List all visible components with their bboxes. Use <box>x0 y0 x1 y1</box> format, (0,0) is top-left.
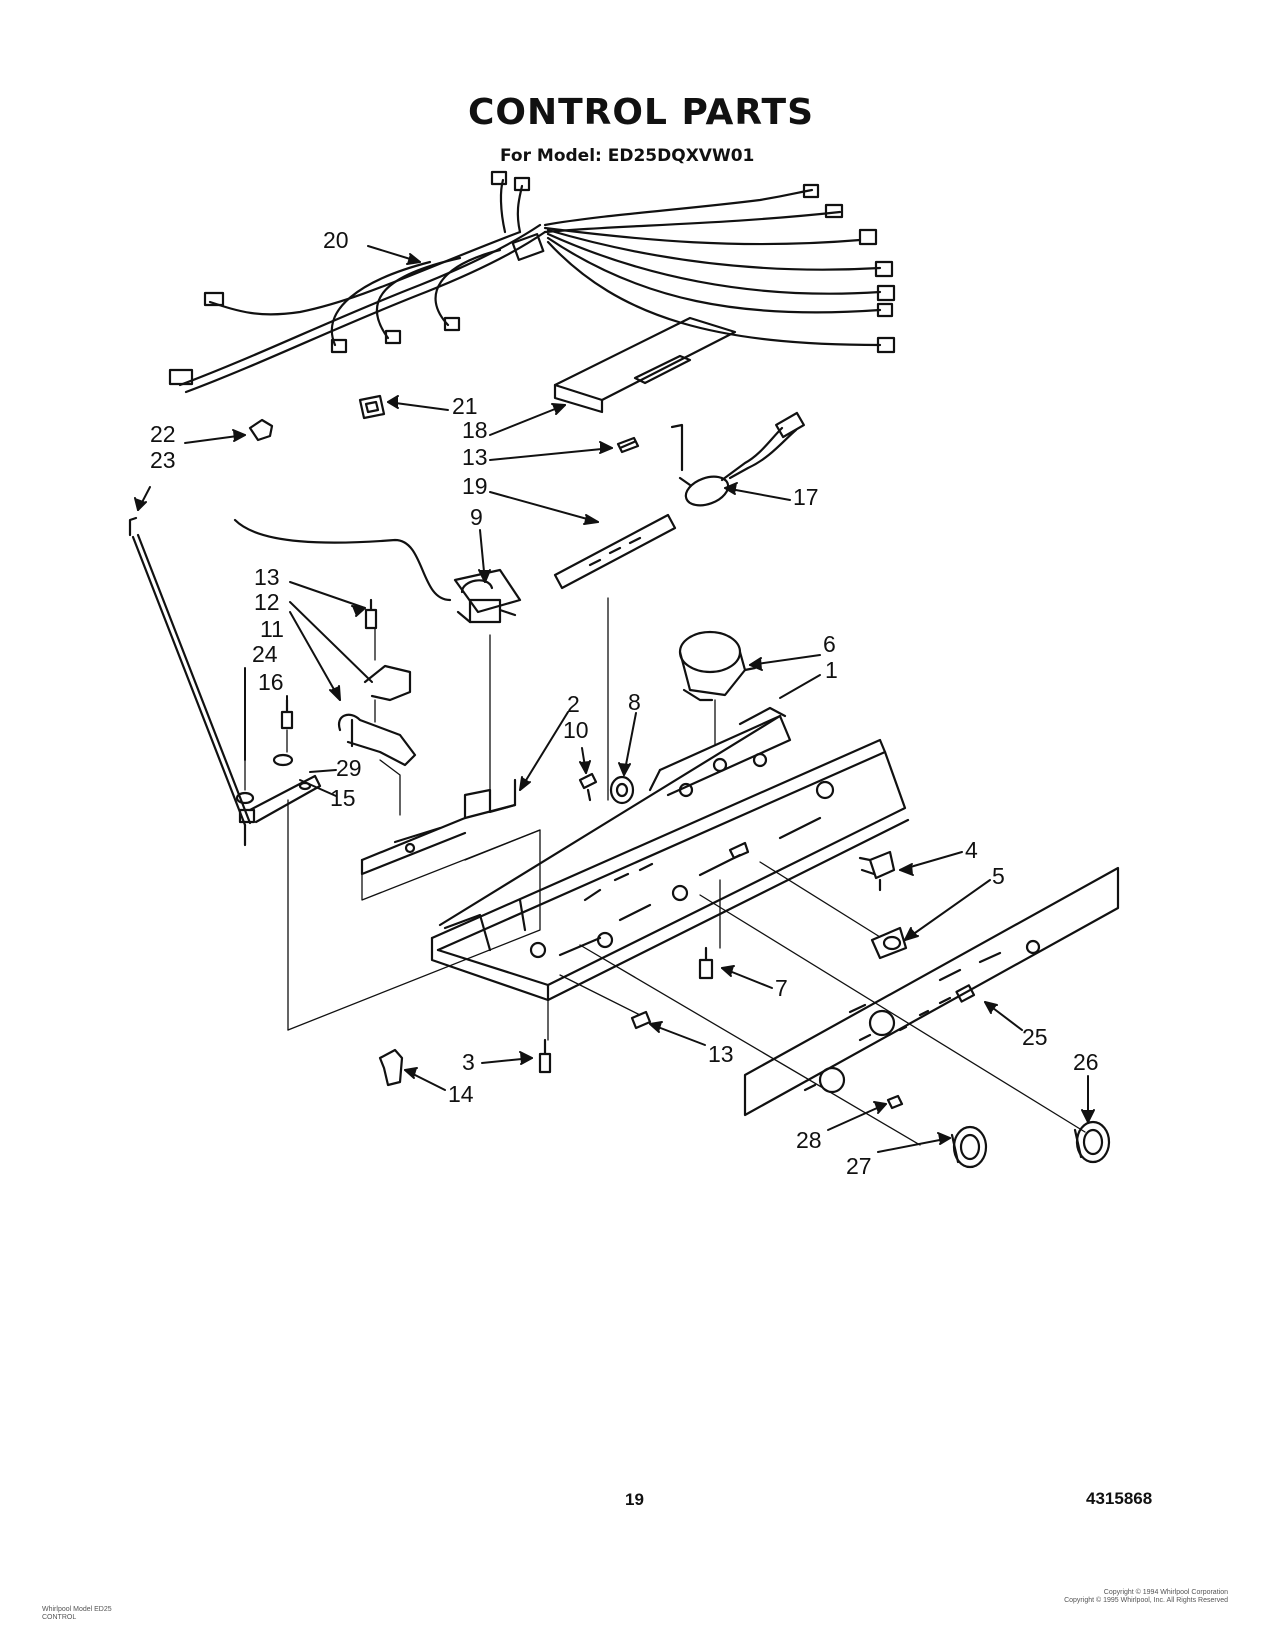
assembly-lines <box>244 597 1086 1146</box>
switch-part <box>858 850 896 892</box>
callout-25: 25 <box>1022 1024 1048 1050</box>
callout-2: 2 <box>567 691 580 717</box>
insert-28 <box>886 1094 904 1110</box>
callout-18: 18 <box>462 417 488 443</box>
callout-17: 17 <box>793 484 819 510</box>
callout-3: 3 <box>462 1049 475 1075</box>
control-panel <box>743 866 1120 1117</box>
callout-12: 12 <box>254 589 280 615</box>
sensor-probe <box>553 513 677 590</box>
callout-8: 8 <box>628 689 641 715</box>
screw-10 <box>578 772 598 802</box>
callout-13-a: 13 <box>462 444 488 470</box>
capacitor <box>670 411 805 507</box>
model-number: For Model: ED25DQXVW01 <box>500 146 755 166</box>
clip-part <box>358 394 386 420</box>
knob-27 <box>950 1125 988 1169</box>
callout-19: 19 <box>462 473 488 499</box>
small-clip-part <box>248 418 274 442</box>
callout-labels: 20 21 18 13 19 17 22 23 9 13 12 11 24 16… <box>150 227 1099 1179</box>
callout-9: 9 <box>470 504 483 530</box>
air-baffle <box>553 316 737 414</box>
callout-21: 21 <box>452 393 478 419</box>
copyright-line: Copyright © 1995 Whirlpool, Inc. All Rig… <box>1064 1597 1228 1604</box>
callout-4: 4 <box>965 837 978 863</box>
callout-15: 15 <box>330 785 356 811</box>
page-number: 19 <box>625 1490 644 1509</box>
screw-13-lower <box>630 1010 652 1030</box>
footer-left-line: Whirlpool Model ED25 <box>42 1606 112 1613</box>
clip-14 <box>378 1048 404 1087</box>
callout-16: 16 <box>258 669 284 695</box>
callout-5: 5 <box>992 863 1005 889</box>
footer-left-line: CONTROL <box>42 1614 77 1621</box>
callout-22: 22 <box>150 421 176 447</box>
defrost-timer <box>678 630 757 702</box>
callout-10: 10 <box>563 717 589 743</box>
callout-20: 20 <box>323 227 349 253</box>
actuator-rod <box>128 516 252 847</box>
screw-7 <box>698 946 714 980</box>
callout-27: 27 <box>846 1153 872 1179</box>
mechanism-hardware <box>235 598 417 824</box>
grommet <box>609 775 635 805</box>
control-housing <box>430 706 910 1002</box>
mounting-bracket <box>360 778 517 876</box>
page-title: CONTROL PARTS <box>467 92 815 133</box>
callout-7: 7 <box>775 975 788 1001</box>
screw-upper <box>616 436 640 454</box>
callout-23: 23 <box>150 447 176 473</box>
callout-28: 28 <box>796 1127 822 1153</box>
footer-left-text: Whirlpool Model ED25 CONTROL <box>42 1606 112 1622</box>
copyright-line: Copyright © 1994 Whirlpool Corporation <box>1103 1589 1228 1596</box>
callout-24: 24 <box>252 641 278 667</box>
callout-29: 29 <box>336 755 362 781</box>
callout-1: 1 <box>825 657 838 683</box>
callout-6: 6 <box>823 631 836 657</box>
callout-14: 14 <box>448 1081 474 1107</box>
callout-26: 26 <box>1073 1049 1099 1075</box>
callout-13-b: 13 <box>254 564 280 590</box>
leader-lines <box>134 245 1095 1153</box>
copyright-notice: Copyright © 1994 Whirlpool Corporation C… <box>1064 1589 1228 1605</box>
document-number: 4315868 <box>1086 1489 1153 1508</box>
callout-11: 11 <box>260 616 284 642</box>
screw-3 <box>538 1038 552 1074</box>
wire-harness <box>168 170 896 394</box>
callout-13-c: 13 <box>708 1041 734 1067</box>
light-socket <box>870 926 908 960</box>
knob-26 <box>1073 1120 1111 1164</box>
